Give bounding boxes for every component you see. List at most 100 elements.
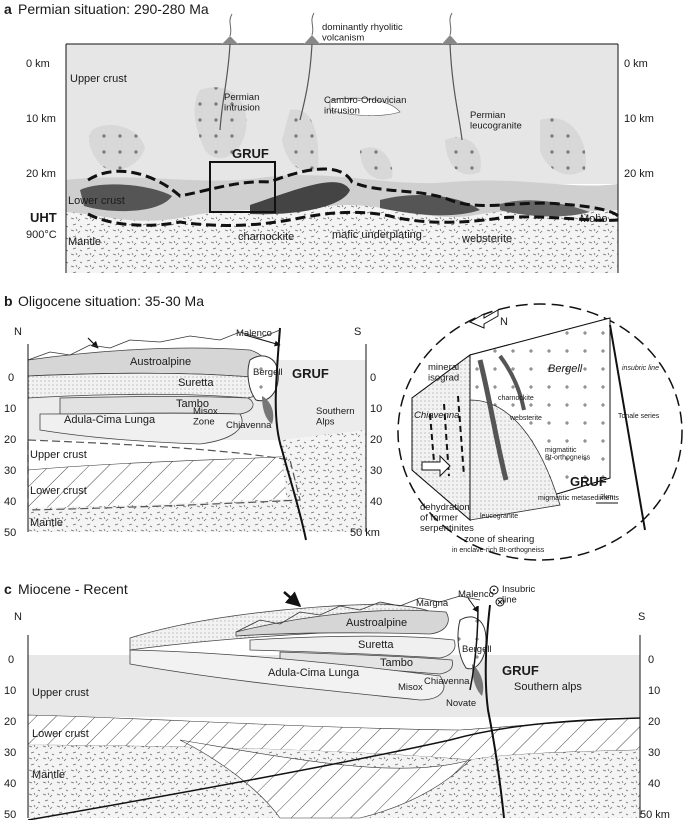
inset-north: N [500, 316, 508, 328]
b-left-tick-50: 50 [4, 527, 16, 539]
panel-c: c Miocene - Recent N S [4, 581, 670, 820]
c-left-tick-30: 30 [4, 747, 16, 759]
c-left-tick-50: 50 [4, 809, 16, 820]
mafic-lens-3 [380, 195, 480, 216]
b-label-adula: Adula-Cima Lunga [64, 414, 156, 426]
b-label-austroalpine: Austroalpine [130, 356, 191, 368]
c-label-mantle: Mantle [32, 769, 65, 781]
c-label-southern-alps: Southern alps [514, 681, 582, 693]
c-right-tick-0: 0 [648, 654, 654, 666]
c-insubric-fault [484, 604, 505, 819]
c-left-tick-10: 10 [4, 685, 16, 697]
uht-envelope-upper [87, 167, 620, 218]
intrusion-cambro [329, 97, 401, 116]
b-right-tick-40: 40 [370, 496, 382, 508]
inset-north-arrow [468, 309, 499, 329]
c-label-chiavenna: Chiavenna [424, 676, 470, 687]
volcano-3 [442, 35, 458, 44]
inset-leucogranite: leucogranite [480, 513, 518, 520]
intrusion-3 [360, 147, 393, 180]
b-left-tick-10: 10 [4, 403, 16, 415]
inset-bergell: Bergell [548, 363, 583, 375]
label-lower-crust-a: Lower crust [68, 195, 125, 207]
label-moho: Moho [580, 213, 608, 225]
c-suretta [249, 635, 456, 659]
c-label-upper-crust: Upper crust [32, 687, 89, 699]
b-label-lower-crust: Lower crust [30, 485, 87, 497]
b-right-tick-0: 0 [370, 372, 376, 384]
label-mantle-a: Mantle [68, 236, 101, 248]
c-topography [235, 595, 481, 633]
b-label-gruf: GRUF [292, 366, 329, 381]
c-into-page-symbol [495, 597, 505, 607]
volcano-2 [304, 35, 320, 44]
panel-c-title: Miocene - Recent [18, 581, 128, 597]
c-out-of-page-dot [493, 589, 495, 591]
c-right-axis: 0 10 20 30 40 50 km [640, 654, 670, 820]
b-suretta [27, 372, 264, 399]
c-label-margna: Margna [416, 598, 449, 609]
b-left-tick-20: 20 [4, 434, 16, 446]
b-label-bergell: Bergell [253, 367, 283, 378]
b-gruf-body [262, 396, 274, 424]
b-thrust-arrow [87, 337, 99, 349]
inset-chiavenna-face [411, 354, 471, 522]
b-north: N [14, 326, 22, 338]
b-left-tick-30: 30 [4, 465, 16, 477]
inset-gruf: GRUF [570, 474, 607, 489]
inset-insubric-line [609, 324, 646, 531]
inset-migmatitic-metasediments: migmatitic metasediments [538, 495, 619, 502]
label-900c: 900°C [26, 229, 57, 241]
b-label-upper-crust: Upper crust [30, 449, 87, 461]
panel-b-letter: b [4, 293, 13, 309]
b-adula [39, 412, 243, 445]
depth-right-0: 0 km [624, 58, 648, 70]
depth-left-10: 10 km [26, 113, 56, 125]
depth-right-10: 10 km [624, 113, 654, 125]
inset-arrow-east [421, 454, 451, 478]
b-insubric-fault [274, 327, 307, 541]
uht-envelope-lower [87, 210, 619, 227]
b-left-tick-40: 40 [4, 496, 16, 508]
c-malenco-arrow [467, 597, 479, 613]
c-adula [129, 649, 445, 701]
b-left-axis: 0 10 20 30 40 50 [4, 372, 16, 539]
b-mantle-south [280, 430, 366, 532]
c-south: S [638, 611, 645, 623]
c-basal-thrust [27, 717, 641, 820]
b-right-axis: 0 10 20 30 40 50 km [350, 372, 382, 539]
b-label-mantle: Mantle [30, 517, 63, 529]
inset-websterite: websterite [509, 415, 542, 422]
b-label-suretta: Suretta [178, 377, 214, 389]
c-label-austroalpine: Austroalpine [346, 617, 407, 629]
b-label-chiavenna: Chiavenna [226, 420, 272, 431]
c-left-axis: 0 10 20 30 40 50 [4, 654, 16, 820]
inset-charnockite: charnockite [498, 395, 534, 402]
gruf-box [209, 161, 276, 213]
inset-insubric: insubric line [622, 365, 659, 372]
upper-crust-block [66, 44, 618, 184]
depth-left-0: 0 km [26, 58, 50, 70]
b-malenco-arrow [244, 334, 281, 347]
label-upper-crust-a: Upper crust [70, 73, 127, 85]
b-label-malenco: Malenco [236, 328, 272, 339]
c-label-malenco: Malenco [458, 589, 494, 600]
inset-chiavenna: Chiavenna [414, 410, 459, 421]
b-left-tick-0: 0 [8, 372, 14, 384]
label-uht: UHT [30, 210, 57, 225]
mafic-lens-1 [80, 184, 172, 212]
c-right-tick-50: 50 km [640, 809, 670, 820]
inset-shearing-sub: in enclave-rich Bt-orthogneiss [452, 547, 545, 554]
depth-right-20: 20 km [624, 168, 654, 180]
inset-scale: 2km [600, 494, 613, 501]
